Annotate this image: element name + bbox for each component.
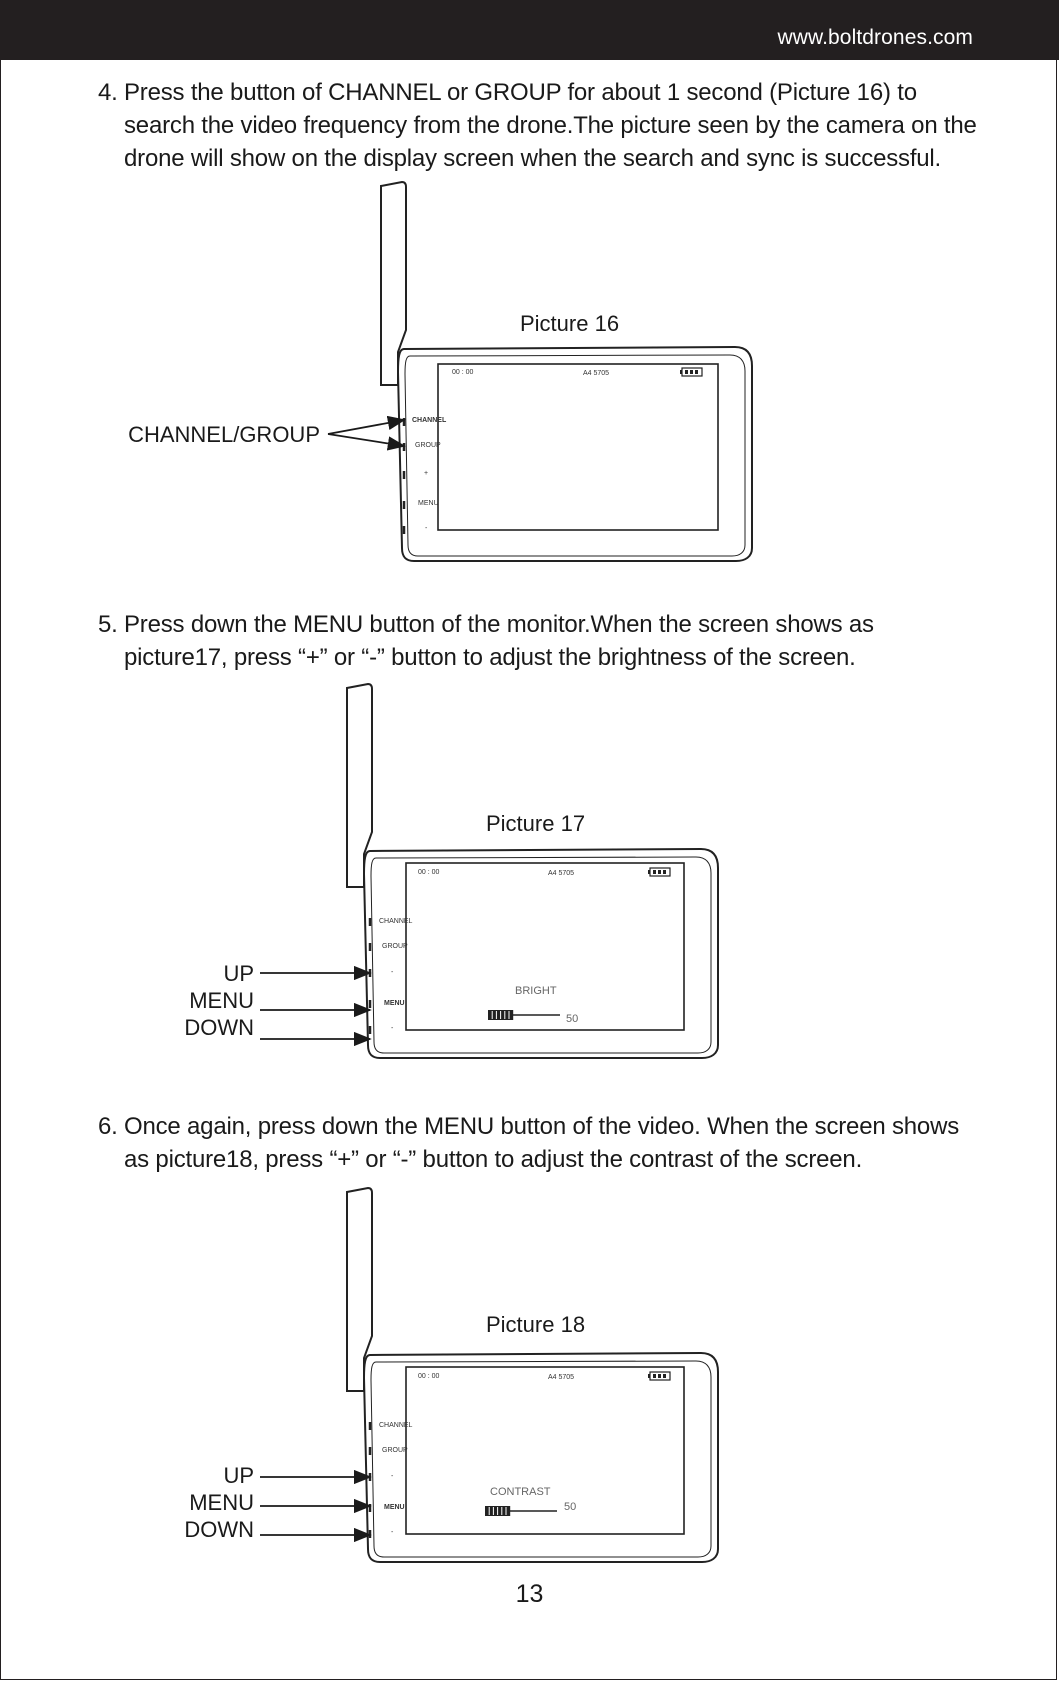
page-number: 13 (515, 1580, 544, 1608)
antenna (346, 682, 373, 888)
monitor-picture-18: 00 : 00 A4 5705 CONTRAST 50 CHANNEL GROU… (260, 1186, 719, 1563)
osd-contrast-value: 50 (564, 1501, 576, 1513)
contrast-level-bar (485, 1506, 557, 1516)
battery-icon (680, 367, 703, 377)
step-number: 5. (98, 611, 118, 638)
step-number: 6. (98, 1113, 118, 1140)
side-button-down: - (391, 1529, 394, 1536)
side-button-minus: - (425, 525, 428, 532)
battery-icon (648, 1371, 671, 1381)
monitor-picture-16: 00 : 00 A4 5705 CHANNEL GROUP + MENU - (327, 180, 753, 562)
callout-menu: MENU (189, 1490, 254, 1515)
osd-channel: A4 5705 (548, 1374, 574, 1381)
site-url[interactable]: www.boltdrones.com (777, 26, 973, 49)
side-button-up: - (391, 969, 394, 976)
osd-bright-label: BRIGHT (515, 985, 557, 997)
step-5-text: 5.Press down the MENU button of the moni… (98, 608, 874, 674)
battery-icon (648, 867, 671, 877)
display-screen (405, 862, 685, 1031)
osd-channel: A4 5705 (548, 870, 574, 877)
side-button-channel: CHANNEL (412, 417, 447, 424)
osd-time: 00 : 00 (418, 1373, 440, 1380)
picture-17-caption: Picture 17 (486, 811, 586, 836)
side-button-up: - (391, 1473, 394, 1480)
side-button-channel: CHANNEL (379, 918, 413, 925)
side-button-group: GROUP (382, 943, 408, 950)
osd-contrast-label: CONTRAST (490, 1486, 551, 1498)
side-button-menu: MENU (418, 500, 439, 507)
callout-menu: MENU (189, 988, 254, 1013)
osd-time: 00 : 00 (452, 369, 474, 376)
display-screen (405, 1366, 685, 1535)
display-screen (437, 363, 719, 531)
antenna (380, 180, 407, 386)
picture-16-caption: Picture 16 (520, 311, 620, 336)
picture-18-caption: Picture 18 (486, 1312, 586, 1337)
side-button-group: GROUP (382, 1447, 408, 1454)
side-button-group: GROUP (415, 442, 441, 449)
side-button-menu: MENU (384, 1504, 405, 1511)
step-4-text: 4.Press the button of CHANNEL or GROUP f… (98, 76, 977, 175)
header-bar: www.boltdrones.com (0, 0, 1059, 60)
brightness-level-bar (488, 1010, 560, 1020)
callout-up: UP (223, 1463, 254, 1488)
side-button-plus: + (424, 470, 428, 477)
osd-channel: A4 5705 (583, 370, 609, 377)
side-button-channel: CHANNEL (379, 1422, 413, 1429)
callout-up: UP (223, 961, 254, 986)
osd-time: 00 : 00 (418, 869, 440, 876)
callout-channel-group: CHANNEL/GROUP (128, 422, 320, 447)
monitor-picture-17: 00 : 00 A4 5705 BRIGHT 50 CHANNEL GROUP … (260, 682, 719, 1059)
callout-down: DOWN (184, 1517, 254, 1542)
callout-down: DOWN (184, 1015, 254, 1040)
step-6-text: 6.Once again, press down the MENU button… (98, 1110, 959, 1176)
antenna (346, 1186, 373, 1392)
side-button-menu: MENU (384, 1000, 405, 1007)
side-button-down: - (391, 1025, 394, 1032)
step-number: 4. (98, 79, 118, 106)
osd-bright-value: 50 (566, 1013, 578, 1025)
